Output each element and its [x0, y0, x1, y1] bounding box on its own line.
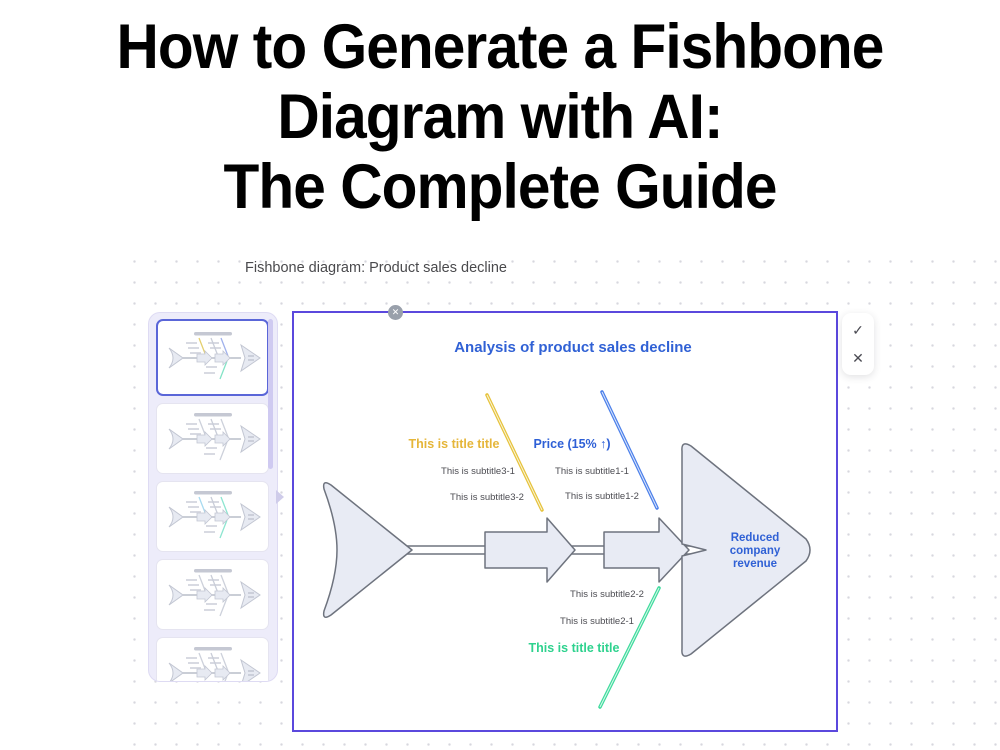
thumbnail-card[interactable]	[156, 481, 269, 552]
branch-title-top-right[interactable]: Price (15% ↑)	[533, 437, 610, 451]
fish-tail-shape[interactable]	[322, 482, 413, 618]
branch-subtitle[interactable]: This is subtitle2-2	[570, 589, 644, 600]
panel-scrollbar[interactable]	[268, 319, 273, 469]
effect-label-line-1[interactable]: Reduced	[731, 532, 780, 544]
thumbnail-fishbone-preview	[168, 646, 261, 681]
branch-line-top-right-inner	[601, 391, 658, 509]
thumbnail-card[interactable]	[156, 637, 269, 681]
thumbnail-fishbone-preview	[168, 412, 261, 460]
thumbnail-fishbone-preview	[168, 490, 261, 538]
prompt-text: Fishbone diagram: Product sales decline	[245, 260, 507, 276]
branch-subtitle[interactable]: This is subtitle3-2	[450, 492, 524, 503]
spine-arrow-1[interactable]	[484, 517, 576, 583]
branch-line-top-left-inner	[486, 394, 543, 511]
thumbnail-panel	[148, 312, 278, 682]
thumbnail-card[interactable]	[156, 559, 269, 630]
action-panel: ✓ ✕	[842, 313, 874, 375]
page-title-line-1: How to Generate a Fishbone	[116, 12, 885, 82]
page-title-line-2: Diagram with AI:	[277, 82, 723, 152]
branch-subtitle[interactable]: This is subtitle1-2	[565, 491, 639, 502]
canvas-title[interactable]: Analysis of product sales decline	[454, 339, 692, 356]
branch-line-bottom-inner	[599, 587, 660, 708]
panel-expand-handle[interactable]	[276, 490, 284, 504]
fishbone-svg: Analysis of product sales decline This i…	[322, 339, 811, 709]
thumbnail-fishbone-preview	[168, 568, 261, 616]
spine-arrow-2[interactable]	[603, 517, 690, 583]
branch-subtitle[interactable]: This is subtitle2-1	[560, 616, 634, 627]
thumbnail-fishbone-preview	[168, 331, 261, 379]
close-icon: ✕	[391, 307, 400, 317]
page-title: How to Generate a Fishbone Diagram with …	[35, 12, 965, 222]
effect-label-line-2[interactable]: company	[730, 545, 781, 557]
page-title-line-3: The Complete Guide	[223, 152, 778, 222]
panel-close-button[interactable]: ✕	[388, 305, 403, 320]
fish-head-shape[interactable]	[681, 443, 811, 657]
diagram-canvas[interactable]: Analysis of product sales decline This i…	[292, 311, 838, 732]
thumbnail-list	[156, 319, 269, 681]
x-icon: ✕	[852, 350, 864, 366]
check-icon: ✓	[852, 322, 864, 338]
thumbnail-card[interactable]	[156, 319, 269, 396]
dismiss-button[interactable]: ✕	[847, 347, 869, 369]
editor-area: Fishbone diagram: Product sales decline	[120, 245, 1000, 750]
branch-subtitle[interactable]: This is subtitle1-1	[555, 466, 629, 477]
branch-subtitle[interactable]: This is subtitle3-1	[441, 466, 515, 477]
effect-label-line-3[interactable]: revenue	[733, 558, 777, 570]
confirm-button[interactable]: ✓	[847, 319, 869, 341]
branch-title-bottom[interactable]: This is title title	[529, 641, 620, 655]
branch-title-top-left[interactable]: This is title title	[409, 437, 500, 451]
thumbnail-card[interactable]	[156, 403, 269, 474]
